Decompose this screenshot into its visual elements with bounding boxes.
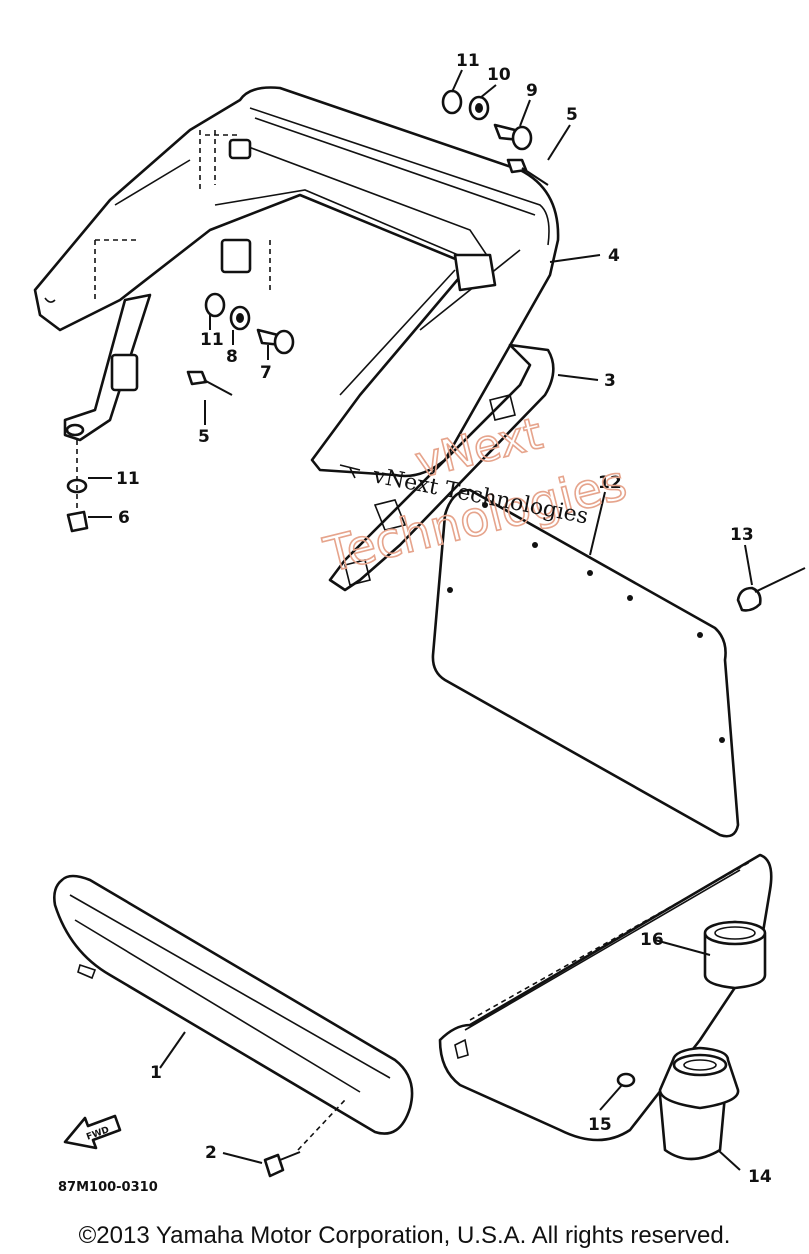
callout-14: 14 [748, 1167, 772, 1187]
fuel-filler-grommet [703, 920, 767, 990]
rear-carrier-frame [33, 86, 560, 479]
callout-8: 8 [226, 347, 238, 367]
callout-16: 16 [640, 930, 664, 950]
leader-lines [88, 69, 753, 1171]
callout-1: 1 [150, 1063, 162, 1083]
bumper-bolt [263, 1151, 301, 1178]
callout-11-top: 11 [456, 51, 480, 71]
callout-9: 9 [526, 81, 538, 101]
callout-5-left: 5 [198, 427, 210, 447]
diagram-code: 87M100-0310 [58, 1180, 158, 1195]
fwd-arrow-icon: FWD [63, 1114, 122, 1150]
inner-frame-bar [328, 343, 555, 592]
callout-15: 15 [588, 1115, 612, 1135]
front-bumper-bar [53, 874, 414, 1135]
callout-10: 10 [487, 65, 511, 85]
callout-5-top: 5 [566, 105, 578, 125]
parts-diagram: 11 10 9 5 4 3 11 8 7 5 11 6 12 13 16 1 2… [33, 51, 806, 1187]
seat-panel [431, 488, 740, 838]
callout-3: 3 [604, 371, 616, 391]
callout-labels: 11 10 9 5 4 3 11 8 7 5 11 6 12 13 16 1 2… [116, 51, 772, 1187]
filler-neck [658, 1046, 740, 1161]
copyright-notice: ©2013 Yamaha Motor Corporation, U.S.A. A… [78, 1222, 731, 1249]
hardware-left [66, 292, 295, 533]
callout-4: 4 [608, 246, 620, 266]
callout-2: 2 [205, 1143, 217, 1163]
side-bracket [63, 293, 152, 442]
callout-12: 12 [598, 473, 622, 493]
callout-13: 13 [730, 525, 754, 545]
side-body-panel [438, 853, 773, 1142]
callout-11-mid: 11 [200, 330, 224, 350]
small-screw [616, 1072, 636, 1088]
callout-7: 7 [260, 363, 272, 383]
callout-6: 6 [118, 508, 130, 528]
callout-11-low: 11 [116, 469, 140, 489]
trim-clip [736, 567, 806, 612]
hardware-top [441, 89, 549, 186]
